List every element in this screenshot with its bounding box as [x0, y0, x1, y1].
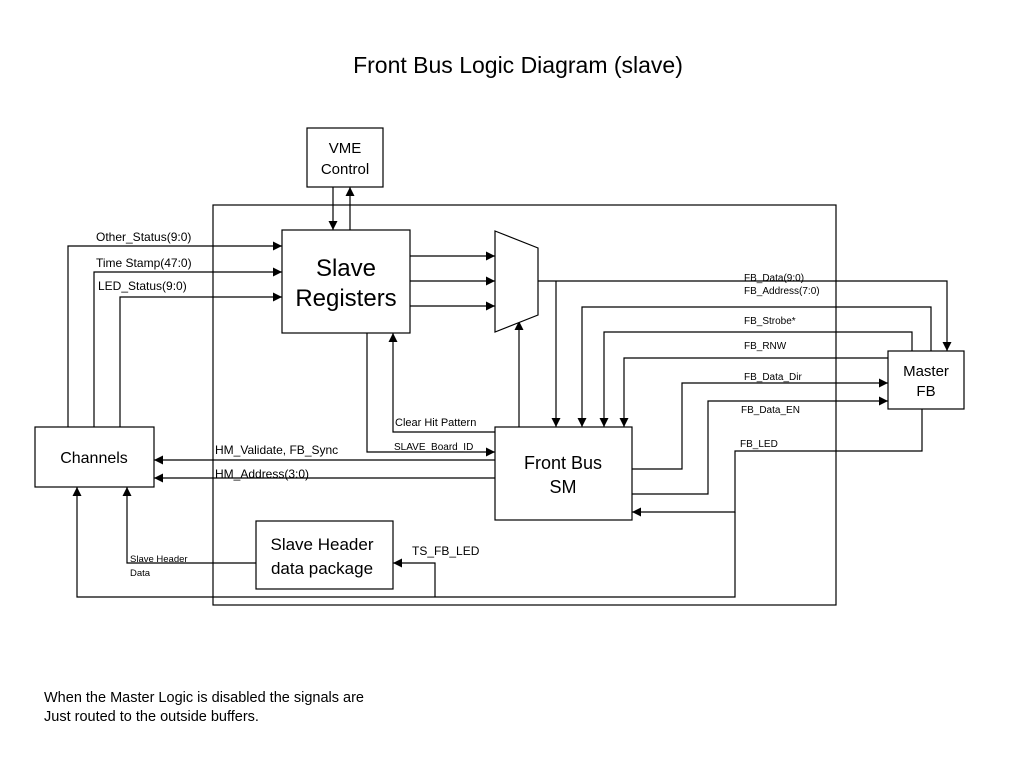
- slave-header-label-1: Slave Header: [270, 535, 373, 554]
- fb-rnw-line: [619, 357, 888, 427]
- fb-strobe-label: FB_Strobe*: [744, 316, 796, 327]
- other-status-line: [67, 241, 282, 427]
- master-fb-block: Master FB: [887, 350, 965, 410]
- fb-data-line: [538, 280, 952, 351]
- slave-header-data-label-2: Data: [130, 568, 151, 579]
- hm-address-label: HM_Address(3:0): [215, 467, 309, 481]
- front-bus-sm-block: Front Bus SM: [494, 426, 633, 521]
- fb-strobe-line: [599, 331, 913, 427]
- connections: [67, 187, 952, 598]
- fb-data-en-line: [632, 396, 888, 495]
- signal-labels: Other_Status(9:0) Time Stamp(47:0) LED_S…: [96, 230, 820, 579]
- footnote: When the Master Logic is disabled the si…: [44, 689, 364, 727]
- ts-fb-led-label: TS_FB_LED: [412, 544, 480, 558]
- footnote-line-2: Just routed to the outside buffers.: [44, 709, 259, 725]
- time-stamp-label: Time Stamp(47:0): [96, 256, 192, 270]
- fb-data-dir-label: FB_Data_Dir: [744, 372, 802, 383]
- multiplexer: [494, 230, 539, 333]
- ts-fb-led-line: [393, 558, 436, 597]
- slave-board-id-line: [366, 333, 495, 457]
- fb-data-label: FB_Data(9:0): [744, 273, 804, 284]
- fb-led-line: [632, 409, 923, 517]
- channels-label: Channels: [60, 450, 128, 467]
- fb-data-en-label: FB_Data_EN: [741, 405, 800, 416]
- fb-address-label: FB_Address(7:0): [744, 286, 820, 297]
- vme-control-block: VME Control: [306, 127, 384, 188]
- slave-board-id-label: SLAVE_Board_ID: [394, 442, 473, 453]
- slave-header-block: Slave Header data package: [255, 520, 394, 590]
- led-status-label: LED_Status(9:0): [98, 279, 187, 293]
- led-status-line: [119, 292, 282, 427]
- fb-address-line: [577, 306, 932, 427]
- clear-hit-pattern-line: [388, 333, 519, 433]
- channels-block: Channels: [34, 426, 155, 488]
- vme-control-label-1: VME: [329, 140, 362, 157]
- master-fb-label-2: FB: [916, 383, 935, 400]
- master-fb-label-1: Master: [903, 363, 949, 380]
- front-bus-sm-label-1: Front Bus: [524, 453, 602, 473]
- clear-hit-pattern-label: Clear Hit Pattern: [395, 417, 476, 429]
- time-stamp-line: [93, 267, 282, 427]
- slave-registers-label-1: Slave: [316, 255, 376, 282]
- vme-control-label-2: Control: [321, 161, 369, 178]
- slave-header-data-label-1: Slave Header: [130, 554, 188, 565]
- footnote-line-1: When the Master Logic is disabled the si…: [44, 690, 364, 706]
- diagram-title: Front Bus Logic Diagram (slave): [353, 52, 683, 78]
- fb-led-to-channels: [72, 487, 736, 598]
- other-status-label: Other_Status(9:0): [96, 230, 191, 244]
- slave-header-data-line: [122, 487, 256, 564]
- fb-led-label: FB_LED: [740, 439, 778, 450]
- fb-data-dir-line: [632, 378, 888, 470]
- slave-registers-label-2: Registers: [295, 285, 396, 312]
- slave-registers-block: Slave Registers: [281, 229, 411, 334]
- hm-validate-label: HM_Validate, FB_Sync: [215, 443, 338, 457]
- slave-header-label-2: data package: [271, 559, 373, 578]
- board-boundary: [212, 204, 837, 606]
- front-bus-sm-label-2: SM: [550, 477, 577, 497]
- fb-rnw-label: FB_RNW: [744, 341, 787, 352]
